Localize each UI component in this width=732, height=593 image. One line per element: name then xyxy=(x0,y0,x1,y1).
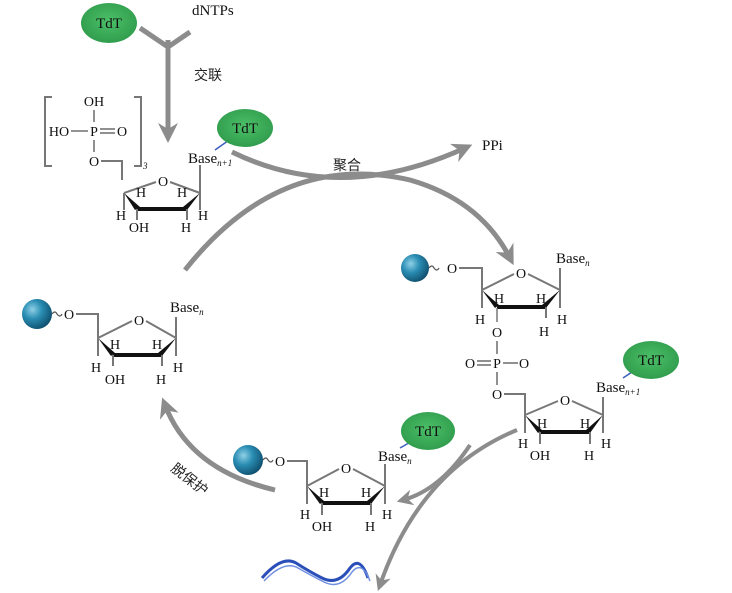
svg-text:O: O xyxy=(117,125,127,140)
svg-text:P: P xyxy=(90,125,98,140)
enzyme-tdt xyxy=(623,341,679,379)
svg-text:O: O xyxy=(158,175,168,190)
svg-text:O: O xyxy=(560,394,570,409)
svg-text:H: H xyxy=(181,221,191,236)
svg-text:TdT: TdT xyxy=(638,353,664,369)
svg-text:H: H xyxy=(580,417,590,432)
crosslink-step-label: 交联 xyxy=(194,67,222,84)
svg-text:O: O xyxy=(134,314,144,329)
wavy-linker xyxy=(51,311,63,317)
svg-text:H: H xyxy=(536,292,546,307)
wavy-linker xyxy=(428,265,440,271)
svg-text:H: H xyxy=(557,313,567,328)
svg-text:H: H xyxy=(116,209,126,224)
enzyme-tdt xyxy=(217,109,273,147)
extended-chain: O O H H H H H Basen O O P O O O xyxy=(401,251,679,464)
ppi-label: PPi xyxy=(482,138,503,154)
repeat-count: 3 xyxy=(142,161,148,171)
polymerize-arrow-ppi xyxy=(230,143,473,180)
release-arrow xyxy=(375,428,518,592)
svg-text:H: H xyxy=(110,338,120,353)
svg-text:HO: HO xyxy=(49,125,69,140)
svg-text:H: H xyxy=(156,373,166,388)
base-label: Basen+1 xyxy=(188,151,232,168)
svg-text:H: H xyxy=(91,361,101,376)
polymerize-step-label: 聚合 xyxy=(333,158,361,174)
sugar-ring: O H H H H OH H xyxy=(116,165,208,236)
svg-text:OH: OH xyxy=(84,95,104,110)
svg-text:O: O xyxy=(89,155,99,170)
svg-text:H: H xyxy=(584,449,594,464)
bracket-left xyxy=(44,96,52,167)
enzyme-label: TdT xyxy=(96,16,122,32)
base-label: Basen+1 xyxy=(596,380,640,397)
dna-helix-icon xyxy=(260,559,371,586)
svg-text:H: H xyxy=(136,186,146,201)
svg-text:H: H xyxy=(537,417,547,432)
svg-text:H: H xyxy=(518,437,528,452)
enzyme-bound-nucleotide: O O H H H H OH H Basen TdT xyxy=(233,412,455,535)
svg-text:H: H xyxy=(475,313,485,328)
dntps-label: dNTPs xyxy=(192,3,234,19)
svg-text:O: O xyxy=(341,462,351,477)
cycle-arrows xyxy=(138,25,518,592)
svg-text:H: H xyxy=(300,508,310,523)
wavy-linker xyxy=(262,457,274,463)
svg-text:H: H xyxy=(177,186,187,201)
release-side-arrow xyxy=(396,443,472,506)
svg-text:O: O xyxy=(64,308,74,323)
svg-text:OH: OH xyxy=(312,520,332,535)
svg-text:OH: OH xyxy=(105,373,125,388)
svg-text:H: H xyxy=(198,209,208,224)
solid-support-bead xyxy=(401,254,429,282)
enzyme-tdt xyxy=(401,412,455,450)
nucleotide-triphosphate: 3 OH HO P O O O H H H H OH H xyxy=(44,95,273,236)
top-reagents: TdT dNTPs 交联 xyxy=(81,3,234,84)
bracket-right xyxy=(134,96,142,167)
svg-text:O: O xyxy=(492,388,502,403)
svg-text:O: O xyxy=(275,455,285,470)
svg-text:H: H xyxy=(601,437,611,452)
svg-text:O: O xyxy=(516,267,526,282)
base-label: Basen xyxy=(378,449,412,466)
crosslink-fork-left xyxy=(138,25,192,51)
svg-text:H: H xyxy=(539,325,549,340)
svg-text:H: H xyxy=(361,486,371,501)
enzyme-tdt-top xyxy=(81,3,137,43)
polymerize-arrow-main xyxy=(183,171,514,272)
svg-text:H: H xyxy=(382,508,392,523)
base-label: Basen xyxy=(556,251,590,268)
solid-support-bead xyxy=(22,299,52,329)
base-label: Basen xyxy=(170,300,204,317)
svg-text:H: H xyxy=(152,338,162,353)
svg-text:OH: OH xyxy=(129,221,149,236)
svg-text:O: O xyxy=(465,357,475,372)
svg-text:P: P xyxy=(493,357,501,372)
svg-text:TdT: TdT xyxy=(415,424,441,440)
svg-text:H: H xyxy=(365,520,375,535)
solid-support-bead xyxy=(233,445,263,475)
svg-text:O: O xyxy=(492,326,502,341)
svg-text:H: H xyxy=(494,292,504,307)
svg-text:H: H xyxy=(173,361,183,376)
deprotected-nucleotide: O O H H H H OH H Basen xyxy=(22,299,204,388)
svg-text:O: O xyxy=(519,357,529,372)
deprotect-arrow xyxy=(159,397,276,493)
svg-text:TdT: TdT xyxy=(232,121,258,137)
svg-text:O: O xyxy=(447,262,457,277)
svg-text:H: H xyxy=(319,486,329,501)
svg-text:OH: OH xyxy=(530,449,550,464)
deprotect-step-label: 脱保护 xyxy=(168,461,211,499)
